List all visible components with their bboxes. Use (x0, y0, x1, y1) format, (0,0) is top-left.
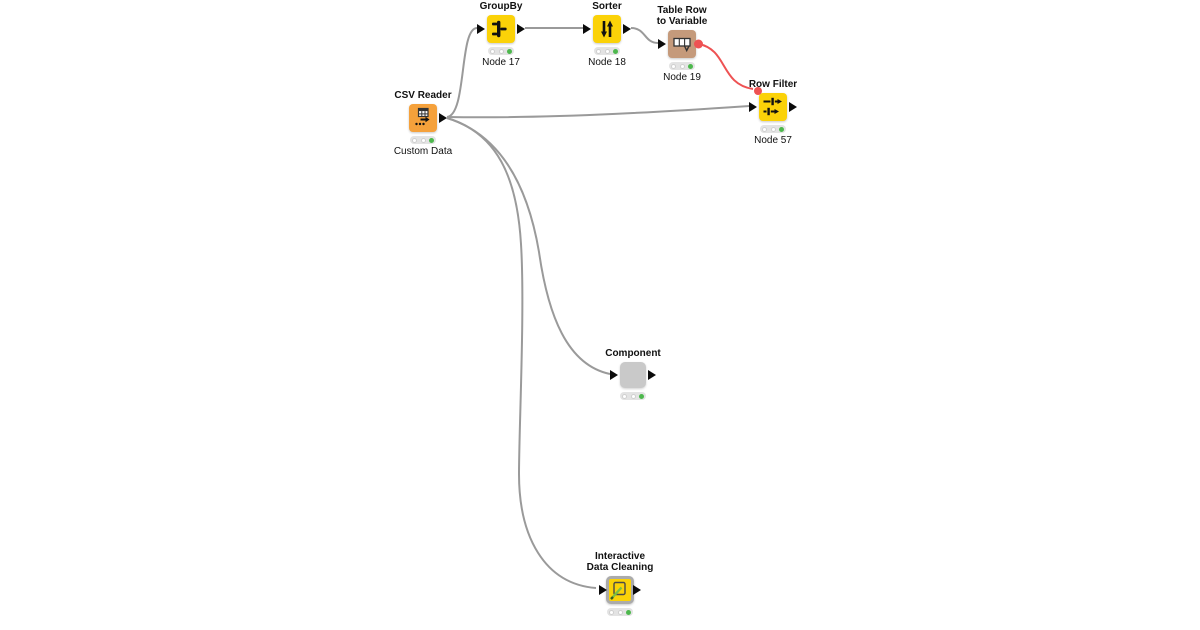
output-port[interactable] (517, 24, 525, 34)
output-port[interactable] (648, 370, 656, 380)
node-table-row-to-variable[interactable]: Table Row to Variable Node 19 (622, 5, 742, 83)
connection-csv-rowfilter[interactable] (446, 105, 750, 119)
node-body[interactable] (477, 15, 525, 43)
node-body[interactable] (599, 576, 641, 604)
node-label: GroupBy (479, 1, 523, 12)
traffic-light (620, 392, 646, 400)
input-port[interactable] (610, 370, 618, 380)
input-port[interactable] (583, 24, 591, 34)
table-row-to-variable-icon (673, 37, 691, 53)
node-body[interactable] (583, 15, 631, 43)
node-body[interactable] (658, 30, 703, 58)
node-sublabel: Custom Data (393, 146, 453, 157)
node-label-line2: to Variable (656, 16, 708, 27)
node-sublabel: Node 57 (754, 135, 792, 146)
connection-csv-datacleaning[interactable] (446, 117, 597, 589)
csv-reader-icon (415, 107, 430, 126)
traffic-light (669, 62, 695, 70)
node-body[interactable] (749, 87, 797, 121)
input-port[interactable] (658, 39, 666, 49)
connection-csv-component[interactable] (446, 117, 611, 375)
node-label: Row Filter (748, 79, 798, 90)
connection-csv-groupby[interactable] (446, 27, 478, 118)
node-sublabel: Node 18 (588, 57, 626, 68)
node-label: Sorter (592, 1, 622, 12)
output-port[interactable] (439, 113, 447, 123)
node-label-line2: Data Cleaning (586, 562, 654, 573)
sorter-icon (601, 20, 613, 38)
output-port[interactable] (633, 585, 641, 595)
row-filter-icon (763, 97, 782, 116)
traffic-light (594, 47, 620, 55)
node-csv-reader[interactable]: CSV Reader Custom Data (363, 90, 483, 157)
data-cleaning-icon (610, 581, 626, 600)
connection-sorter-tablerow[interactable] (630, 27, 659, 44)
output-port[interactable] (623, 24, 631, 34)
input-port[interactable] (749, 102, 757, 112)
input-port[interactable] (477, 24, 485, 34)
node-label: Interactive (594, 551, 646, 562)
node-body[interactable] (409, 104, 447, 132)
output-port[interactable] (789, 102, 797, 112)
node-body[interactable] (610, 362, 656, 388)
node-sublabel: Node 19 (663, 72, 701, 83)
node-label: CSV Reader (394, 90, 452, 101)
node-groupby[interactable]: GroupBy Node 17 (441, 1, 561, 68)
node-component[interactable]: Component (573, 348, 693, 402)
flow-variable-input-port[interactable] (754, 87, 762, 95)
node-sublabel: Node 17 (482, 57, 520, 68)
node-label: Table Row (657, 5, 707, 16)
connection-tablerow-rowfilter-variable[interactable] (698, 43, 754, 90)
traffic-light (410, 136, 436, 144)
traffic-light (607, 608, 633, 616)
traffic-light (488, 47, 514, 55)
node-interactive-data-cleaning[interactable]: Interactive Data Cleaning (560, 551, 680, 618)
traffic-light (760, 125, 786, 133)
flow-variable-output-port[interactable] (694, 39, 703, 49)
input-port[interactable] (599, 585, 607, 595)
node-label: Component (605, 348, 661, 359)
groupby-icon (492, 20, 507, 38)
node-row-filter[interactable]: Row Filter Node 57 (713, 79, 833, 146)
node-sorter[interactable]: Sorter Node 18 (547, 1, 667, 68)
